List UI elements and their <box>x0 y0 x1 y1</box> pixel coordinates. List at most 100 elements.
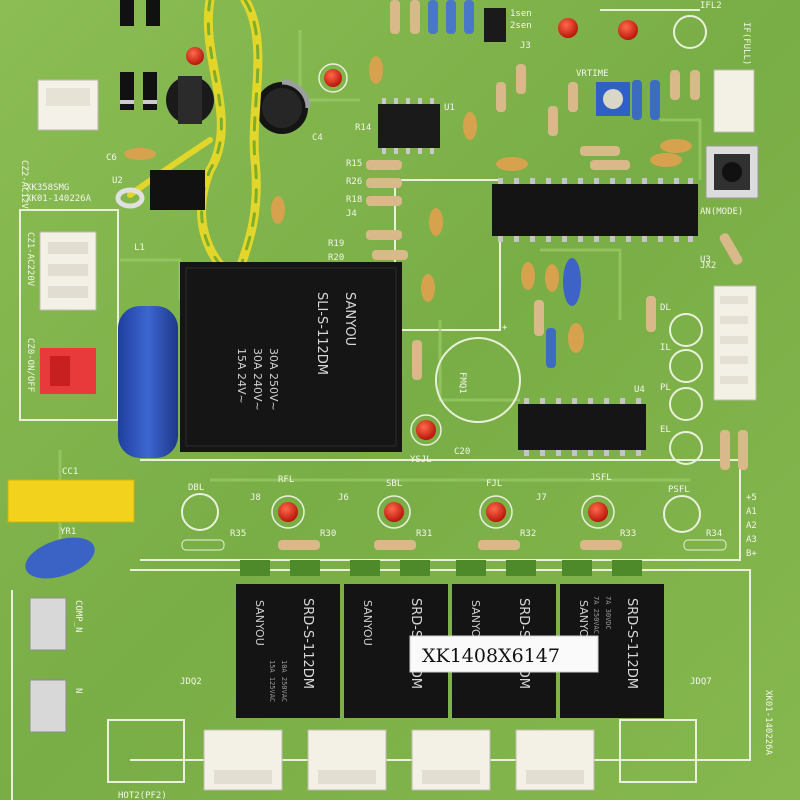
jdq7-label: JDQ7 <box>690 677 712 687</box>
model-code-side: XK01-140226A <box>763 690 773 756</box>
resistor-r25 <box>412 340 422 380</box>
u1-label: U1 <box>444 103 455 113</box>
led-ifl2-empty <box>673 15 707 49</box>
sen2-label: 2sen <box>510 21 532 31</box>
j3-label: J3 <box>520 41 531 51</box>
rfl-label: RFL <box>278 475 294 485</box>
relay-1-model: SRD-S-112DM <box>300 598 315 689</box>
relay-1-brand: SANYOU <box>253 600 266 646</box>
label-dl: DL <box>660 303 671 313</box>
cz2-label: CZ2-AC12V <box>19 160 29 209</box>
top-diodes <box>120 0 160 110</box>
relay-1-rating-3: 15A 125VAC <box>268 660 276 702</box>
cc1-label: CC1 <box>62 467 78 477</box>
u2-regulator <box>150 170 205 210</box>
jdq2-label: JDQ2 <box>180 677 202 687</box>
relay-2-brand: SANYOU <box>361 600 374 646</box>
r33-label: R33 <box>620 529 636 539</box>
led-sbl <box>384 502 404 522</box>
jx2-label: JX2 <box>700 261 716 271</box>
u3-label: U3 <box>700 255 711 265</box>
resistor-r-right-2 <box>738 430 748 470</box>
psfl-empty <box>663 495 701 533</box>
cz0-label: CZ0-ON/OFF <box>25 338 35 392</box>
c6-label: C6 <box>106 153 117 163</box>
comp-n-label: COMP_N <box>73 600 83 633</box>
n-label: N <box>73 688 83 693</box>
resistor-r-right-1 <box>720 430 730 470</box>
u4-label: U4 <box>634 385 645 395</box>
jsfl-label: JSFL <box>590 473 612 483</box>
iffull-label: IF(FULL) <box>741 22 751 65</box>
j8-label: J8 <box>250 493 261 503</box>
sen1-label: 1sen <box>510 9 532 19</box>
pin-5v: +5 <box>746 493 757 503</box>
pin-a2: A2 <box>746 521 757 531</box>
crystal-x1 <box>563 258 581 306</box>
main-relay-brand: SANYOU <box>342 292 357 346</box>
yr1-label: YR1 <box>60 527 76 537</box>
vrtime-label: VRTIME <box>576 69 609 79</box>
r32-label: R32 <box>520 529 536 539</box>
resistor-r29 <box>646 296 656 332</box>
fmq1-label: FMQ1 <box>457 372 467 394</box>
ifl2-label: IFL2 <box>700 1 722 11</box>
psfl-label: PSFL <box>668 485 690 495</box>
yr1-varistor <box>25 537 95 579</box>
terminal-comp-n <box>29 597 67 651</box>
relay-1-rating-4: 10A 250VAC <box>280 660 288 702</box>
resistors-top <box>390 0 700 136</box>
dbl-label: DBL <box>188 483 204 493</box>
c20-label: C20 <box>454 447 470 457</box>
led-jsfl <box>588 502 608 522</box>
led-ysjl <box>416 420 436 440</box>
r34-label: R34 <box>706 529 722 539</box>
sen-header <box>484 8 506 42</box>
serial-sticker <box>409 635 599 673</box>
hot2-outline <box>107 719 185 783</box>
dbl-empty <box>181 493 219 531</box>
r14-label: R14 <box>355 123 371 133</box>
model-code-label: XK01-140226A <box>26 194 92 204</box>
j7-label: J7 <box>536 493 547 503</box>
main-relay-sanyou <box>180 262 402 452</box>
indicator-circles-right <box>669 313 703 465</box>
resistor-r24 <box>546 328 556 368</box>
r30-label: R30 <box>320 529 336 539</box>
relay-4-brand: SANYOU <box>577 600 590 646</box>
resistor-r23 <box>534 300 544 336</box>
r35-label: R35 <box>230 529 246 539</box>
pin-b: B+ <box>746 549 757 559</box>
pin-a1: A1 <box>746 507 757 517</box>
label-pl: PL <box>660 383 671 393</box>
side-pins: +5 A1 A2 A3 B+ <box>746 493 757 559</box>
label-el: EL <box>660 425 671 435</box>
resistors-row <box>181 539 727 551</box>
j6-label: J6 <box>338 493 349 503</box>
hot2-label: HOT2(PF2) <box>118 791 167 800</box>
fjl-label: FJL <box>486 479 502 489</box>
j4-label: J4 <box>346 209 357 219</box>
r19-label: R19 <box>328 239 344 249</box>
main-relay-rating-2: 30A 240V~ <box>251 348 264 411</box>
u3-microcontroller <box>492 184 698 236</box>
r18-label: R18 <box>346 195 362 205</box>
relay-pads <box>240 560 642 576</box>
model-top-label: XK358SMG <box>26 183 69 193</box>
led-top-2 <box>618 20 638 40</box>
ceramic-caps <box>124 56 692 353</box>
led-fjl <box>486 502 506 522</box>
sbl-label: SBL <box>386 479 402 489</box>
r26-label: R26 <box>346 177 362 187</box>
r15-label: R15 <box>346 159 362 169</box>
ring-terminal <box>115 187 145 209</box>
relay-4-rating-2: 7A 30VDC <box>604 596 612 630</box>
led-row <box>181 493 701 533</box>
serial-sticker-text: XK1408X6147 <box>422 645 560 667</box>
u1-chip <box>378 104 440 148</box>
relay-4-rating-1: 7A 250VAC <box>592 596 600 634</box>
c4-label: C4 <box>312 133 323 143</box>
ysjl-label: YSJL <box>410 455 432 465</box>
